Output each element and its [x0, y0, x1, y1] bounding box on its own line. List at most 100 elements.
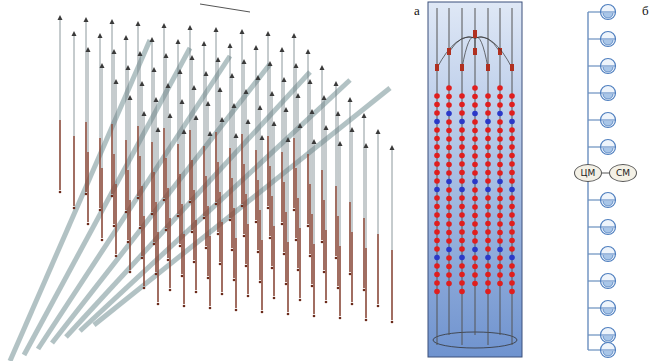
anchor [181, 275, 184, 278]
optical-module [446, 272, 452, 278]
optical-module [472, 119, 478, 125]
anchor [115, 255, 118, 258]
module-pmt [603, 255, 613, 260]
anchor [163, 199, 166, 202]
optical-module [485, 204, 491, 210]
buoy [362, 113, 367, 118]
module-section [125, 140, 127, 210]
anchor [235, 309, 238, 312]
optical-module [485, 144, 491, 150]
anchor [189, 201, 192, 204]
optical-module [509, 238, 515, 244]
module-section [153, 172, 155, 242]
module-section [59, 120, 61, 190]
string-line [144, 116, 145, 216]
anchor [259, 281, 262, 284]
buoy [256, 75, 261, 80]
optical-module-icon [601, 343, 616, 358]
module-equator [601, 66, 616, 67]
buoy [152, 67, 157, 72]
module-section [281, 152, 283, 222]
module-equator [601, 12, 616, 13]
string-line [437, 8, 438, 345]
string-line [298, 98, 299, 198]
optical-module [472, 264, 478, 270]
buoy [114, 79, 119, 84]
optical-module [434, 93, 440, 99]
module-equator [601, 350, 616, 351]
anchor [261, 311, 264, 314]
string-line [258, 80, 259, 180]
buoy [86, 47, 91, 52]
string-line [308, 54, 309, 154]
optical-module [497, 196, 503, 202]
buoy [154, 97, 159, 102]
module-equator [601, 147, 616, 148]
module-section [377, 234, 379, 304]
optical-module [472, 85, 478, 91]
electronics-module [509, 187, 515, 193]
string-line [170, 118, 171, 218]
buoy [234, 133, 239, 138]
buoy [190, 55, 195, 60]
optical-module [485, 195, 491, 201]
electronics-module [434, 187, 440, 193]
buoy [214, 27, 219, 32]
section-module [460, 64, 464, 71]
panel-letter: б [641, 4, 650, 17]
buoy [320, 65, 325, 70]
module-section [215, 132, 217, 202]
cluster-strings [433, 8, 517, 348]
branch [588, 253, 600, 254]
optical-module [446, 162, 452, 168]
optical-module [472, 170, 478, 176]
anchor [153, 243, 156, 246]
string-line [262, 140, 263, 240]
module-section [219, 192, 221, 262]
module-pmt [603, 309, 613, 314]
optical-module [497, 102, 503, 108]
optical-module [485, 289, 491, 295]
optical-module [485, 170, 491, 176]
optical-module [459, 221, 465, 227]
string-line [222, 122, 223, 222]
optical-module [472, 102, 478, 108]
anchor [257, 251, 260, 254]
buoy [266, 31, 271, 36]
module-section [85, 122, 87, 192]
module-section [247, 224, 249, 294]
optical-module [472, 94, 478, 100]
buoy [364, 143, 369, 148]
optical-module [459, 212, 465, 218]
anchor [299, 299, 302, 302]
anchor [311, 285, 314, 288]
optical-module [434, 170, 440, 176]
string-line [142, 86, 143, 186]
anchor [335, 257, 338, 260]
optical-module [446, 136, 452, 142]
anchor [221, 293, 224, 296]
anchor [241, 205, 244, 208]
electronics-module [434, 255, 440, 261]
buoy [204, 71, 209, 76]
string-line [168, 88, 169, 188]
optical-module [497, 85, 503, 91]
anchor [179, 245, 182, 248]
optical-module [459, 204, 465, 210]
module-section [157, 232, 159, 302]
optical-module [497, 264, 503, 270]
module-pmt [603, 228, 613, 233]
anchor [217, 233, 220, 236]
optical-module [472, 145, 478, 151]
buoy [334, 81, 339, 86]
cable [66, 72, 310, 337]
optical-module [509, 110, 515, 116]
optical-module [497, 187, 503, 193]
branch [588, 334, 600, 335]
optical-module [446, 255, 452, 261]
string-line [210, 136, 211, 236]
optical-module [434, 153, 440, 159]
optical-module [434, 204, 440, 210]
anchor [285, 283, 288, 286]
